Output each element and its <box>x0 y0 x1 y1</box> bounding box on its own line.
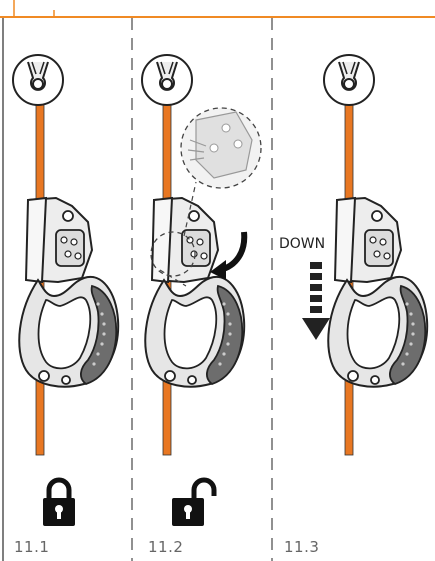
anchor-1 <box>13 55 63 105</box>
step-label-1: 11.1 <box>14 538 49 556</box>
step-label-3: 11.3 <box>284 538 319 556</box>
anchor-3 <box>324 55 374 105</box>
down-label: DOWN <box>279 236 325 252</box>
dashed-down-arrow-icon <box>302 262 330 340</box>
ascender-device-1 <box>19 198 118 387</box>
padlock-open-icon <box>172 480 214 526</box>
padlock-closed-icon <box>43 480 75 526</box>
anchor-2 <box>142 55 192 105</box>
step-label-2: 11.2 <box>148 538 183 556</box>
ascender-device-2 <box>145 198 244 387</box>
header-accent <box>0 0 435 18</box>
ascender-device-3 <box>328 198 427 387</box>
